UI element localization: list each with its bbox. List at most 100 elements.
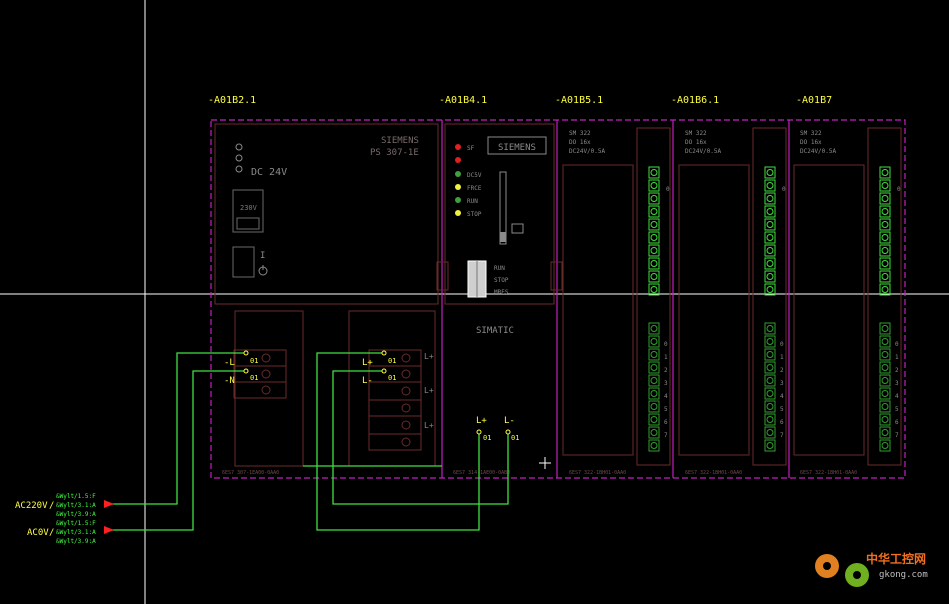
terminal-dot-lplus	[381, 350, 387, 356]
cpu-left-clip	[436, 261, 449, 291]
ac0-ref-1[interactable]: &Wylt/1.5:F	[56, 520, 96, 527]
ps-brand: SIEMENS	[381, 136, 419, 146]
io-terminal-upper-screw	[650, 182, 658, 189]
ps-side-lplus-3: L+	[424, 421, 434, 430]
module-label-io2[interactable]: -A01B6.1	[671, 95, 719, 106]
module-label-cpu[interactable]: -A01B4.1	[439, 95, 487, 106]
ps-ac-screw-3	[261, 385, 271, 395]
watermark-logo: 中华工控网 gkong.com	[815, 551, 928, 587]
io-terminal-upper	[648, 283, 660, 296]
io-terminal-upper-screw	[650, 286, 658, 293]
io-terminal-upper	[648, 218, 660, 231]
ac0-label[interactable]: AC0V	[27, 528, 49, 538]
io-terminal-lower-screw	[766, 364, 774, 371]
terminal-dot-n	[243, 368, 249, 374]
ac220-ref-2[interactable]: &Wylt/3.1:A	[56, 502, 96, 509]
io-terminal-lower	[648, 387, 660, 400]
module-label-ps[interactable]: -A01B2.1	[208, 95, 256, 106]
io2-line2: DO 16x	[685, 139, 707, 146]
ps-terminal-l[interactable]: -L	[224, 358, 235, 368]
io-terminal-upper-screw	[766, 273, 774, 280]
io-terminal-lower	[879, 335, 891, 348]
io-terminal-upper-screw	[766, 195, 774, 202]
cpu-memory-slot[interactable]	[499, 171, 507, 245]
io1-label-strip	[562, 164, 634, 456]
cpu-led-2	[455, 157, 461, 163]
io-terminal-upper-screw	[881, 221, 889, 228]
ac220-label[interactable]: AC220V	[15, 501, 48, 511]
io-terminal-upper-screw	[881, 182, 889, 189]
io-bit-label: 3	[895, 380, 899, 387]
ac0-ref-3[interactable]: &Wylt/3.9:A	[56, 538, 96, 545]
io-terminal-upper	[764, 192, 776, 205]
io1-line1: SM 322	[569, 130, 591, 137]
io-terminal-upper	[879, 244, 891, 257]
io-terminal-lower	[648, 374, 660, 387]
cursor-cross-icon	[539, 457, 551, 469]
io-terminal-lower-screw	[650, 351, 658, 358]
io-terminal-lower-screw	[766, 377, 774, 384]
ps-model: PS 307-1E	[370, 148, 419, 158]
io-terminal-upper-screw	[650, 221, 658, 228]
ps-terminal-n[interactable]: -N	[224, 376, 235, 386]
io-bit-label: 0	[664, 341, 668, 348]
ps-terminal-lplus[interactable]: L+	[362, 358, 373, 368]
io-bit-label: 1	[780, 354, 784, 361]
cpu-led-label-stop: STOP	[467, 211, 482, 218]
io-terminal-lower-screw	[766, 442, 774, 449]
rack-frame	[210, 119, 906, 479]
io-bit-label: 5	[780, 406, 784, 413]
io-terminal-lower	[764, 426, 776, 439]
ac0-ref-2[interactable]: &Wylt/3.1:A	[56, 529, 96, 536]
io-terminal-lower	[648, 335, 660, 348]
io-terminal-lower	[648, 426, 660, 439]
io-bit-label: 6	[664, 419, 668, 426]
io-terminal-lower	[879, 400, 891, 413]
io-terminal-upper-screw	[766, 182, 774, 189]
io-terminal-lower	[764, 361, 776, 374]
io-bit-label: 5	[895, 406, 899, 413]
io-terminal-lower	[879, 348, 891, 361]
io-terminal-upper	[764, 244, 776, 257]
ps-terminal-lminus[interactable]: L-	[362, 376, 373, 386]
module-label-io1[interactable]: -A01B5.1	[555, 95, 603, 106]
module-label-io3[interactable]: -A01B7	[796, 95, 832, 106]
io-module-3[interactable]: SM 322 DO 16x DC24V/0.5A 6ES7 322-1BH01-…	[793, 127, 902, 476]
io-terminal-upper	[879, 205, 891, 218]
io-terminal-lower-screw	[766, 429, 774, 436]
io-terminal-lower-screw	[881, 442, 889, 449]
ps-voltage-selector[interactable]	[232, 189, 264, 233]
io-bit-label: 6	[780, 419, 784, 426]
io-module-2[interactable]: SM 322 DO 16x DC24V/0.5A 6ES7 322-1BH01-…	[678, 127, 787, 476]
io-terminal-lower-screw	[650, 403, 658, 410]
ps-voltage-label: 230V	[240, 204, 258, 212]
io-terminal-lower-screw	[650, 338, 658, 345]
ps-voltage-window	[236, 217, 260, 230]
ps-switch[interactable]	[232, 246, 255, 278]
cpu-led-label-frce: FRCE	[467, 185, 482, 192]
io-upper-label: 0	[897, 186, 901, 193]
io-terminal-upper-screw	[881, 208, 889, 215]
io-bit-label: 1	[895, 354, 899, 361]
ps-terminal-lplus-no: 01	[388, 357, 396, 365]
io-terminal-upper	[879, 192, 891, 205]
ps-led-1	[235, 143, 243, 151]
io1-connector-area	[636, 127, 671, 466]
cpu-terminal-lplus[interactable]: L+	[476, 416, 487, 426]
cpu-memory-latch	[500, 232, 506, 242]
ps-module[interactable]: SIEMENS PS 307-1E DC 24V 230V I -	[214, 123, 439, 476]
wire-l-phase	[110, 352, 246, 505]
io3-line2: DO 16x	[800, 139, 822, 146]
io-terminal-upper-screw	[650, 260, 658, 267]
cpu-module[interactable]: SIEMENS SF DC5V FRCE RUN STOP RUN STOP M…	[436, 123, 563, 476]
ps-dc-screw-6	[401, 437, 411, 447]
io-terminal-upper	[648, 231, 660, 244]
ac220-ref-1[interactable]: &Wylt/1.5:F	[56, 493, 96, 500]
ac220-ref-3[interactable]: &Wylt/3.9:A	[56, 511, 96, 518]
cpu-terminal-lminus[interactable]: L-	[504, 416, 515, 426]
io-module-1[interactable]: SM 322 DO 16x DC24V/0.5A 6ES7 322-1BH01-…	[562, 127, 671, 476]
io-terminal-upper	[879, 218, 891, 231]
gear-icon-green-hole	[853, 571, 861, 579]
io-terminal-lower-screw	[650, 390, 658, 397]
io-terminal-upper-screw	[766, 286, 774, 293]
